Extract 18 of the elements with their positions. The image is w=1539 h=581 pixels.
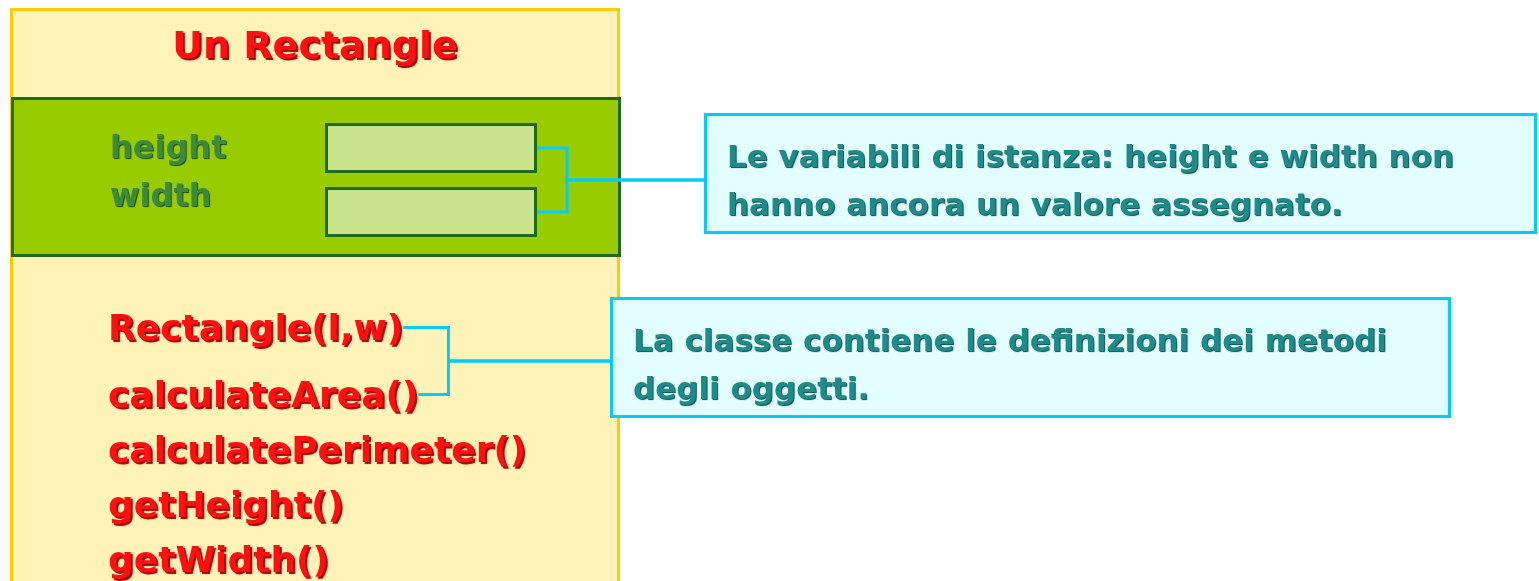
class-title: Un Rectangle xyxy=(171,23,459,67)
variable-name: height xyxy=(110,128,227,166)
method-name: getHeight() xyxy=(108,484,344,525)
method-name: Rectangle(l,w) xyxy=(108,307,404,348)
method-name: calculatePerimeter() xyxy=(108,429,527,470)
method-name: calculateArea() xyxy=(108,374,419,415)
callout-text: Le variabili di istanza: height e width non hanno ancora un valore assegnato. xyxy=(727,137,1456,224)
class-box xyxy=(10,8,620,581)
bracket-connector xyxy=(537,178,704,214)
value-field xyxy=(325,123,537,173)
callout-box xyxy=(610,297,1451,418)
callout-text: La classe contiene le definizioni dei metodi degli oggetti. xyxy=(633,321,1388,408)
bracket-connector xyxy=(418,359,610,396)
callout-box xyxy=(704,113,1537,234)
value-field xyxy=(325,187,537,237)
instance-variables-panel xyxy=(11,97,621,257)
variable-name: width xyxy=(110,176,212,214)
method-name: getWidth() xyxy=(108,539,329,580)
